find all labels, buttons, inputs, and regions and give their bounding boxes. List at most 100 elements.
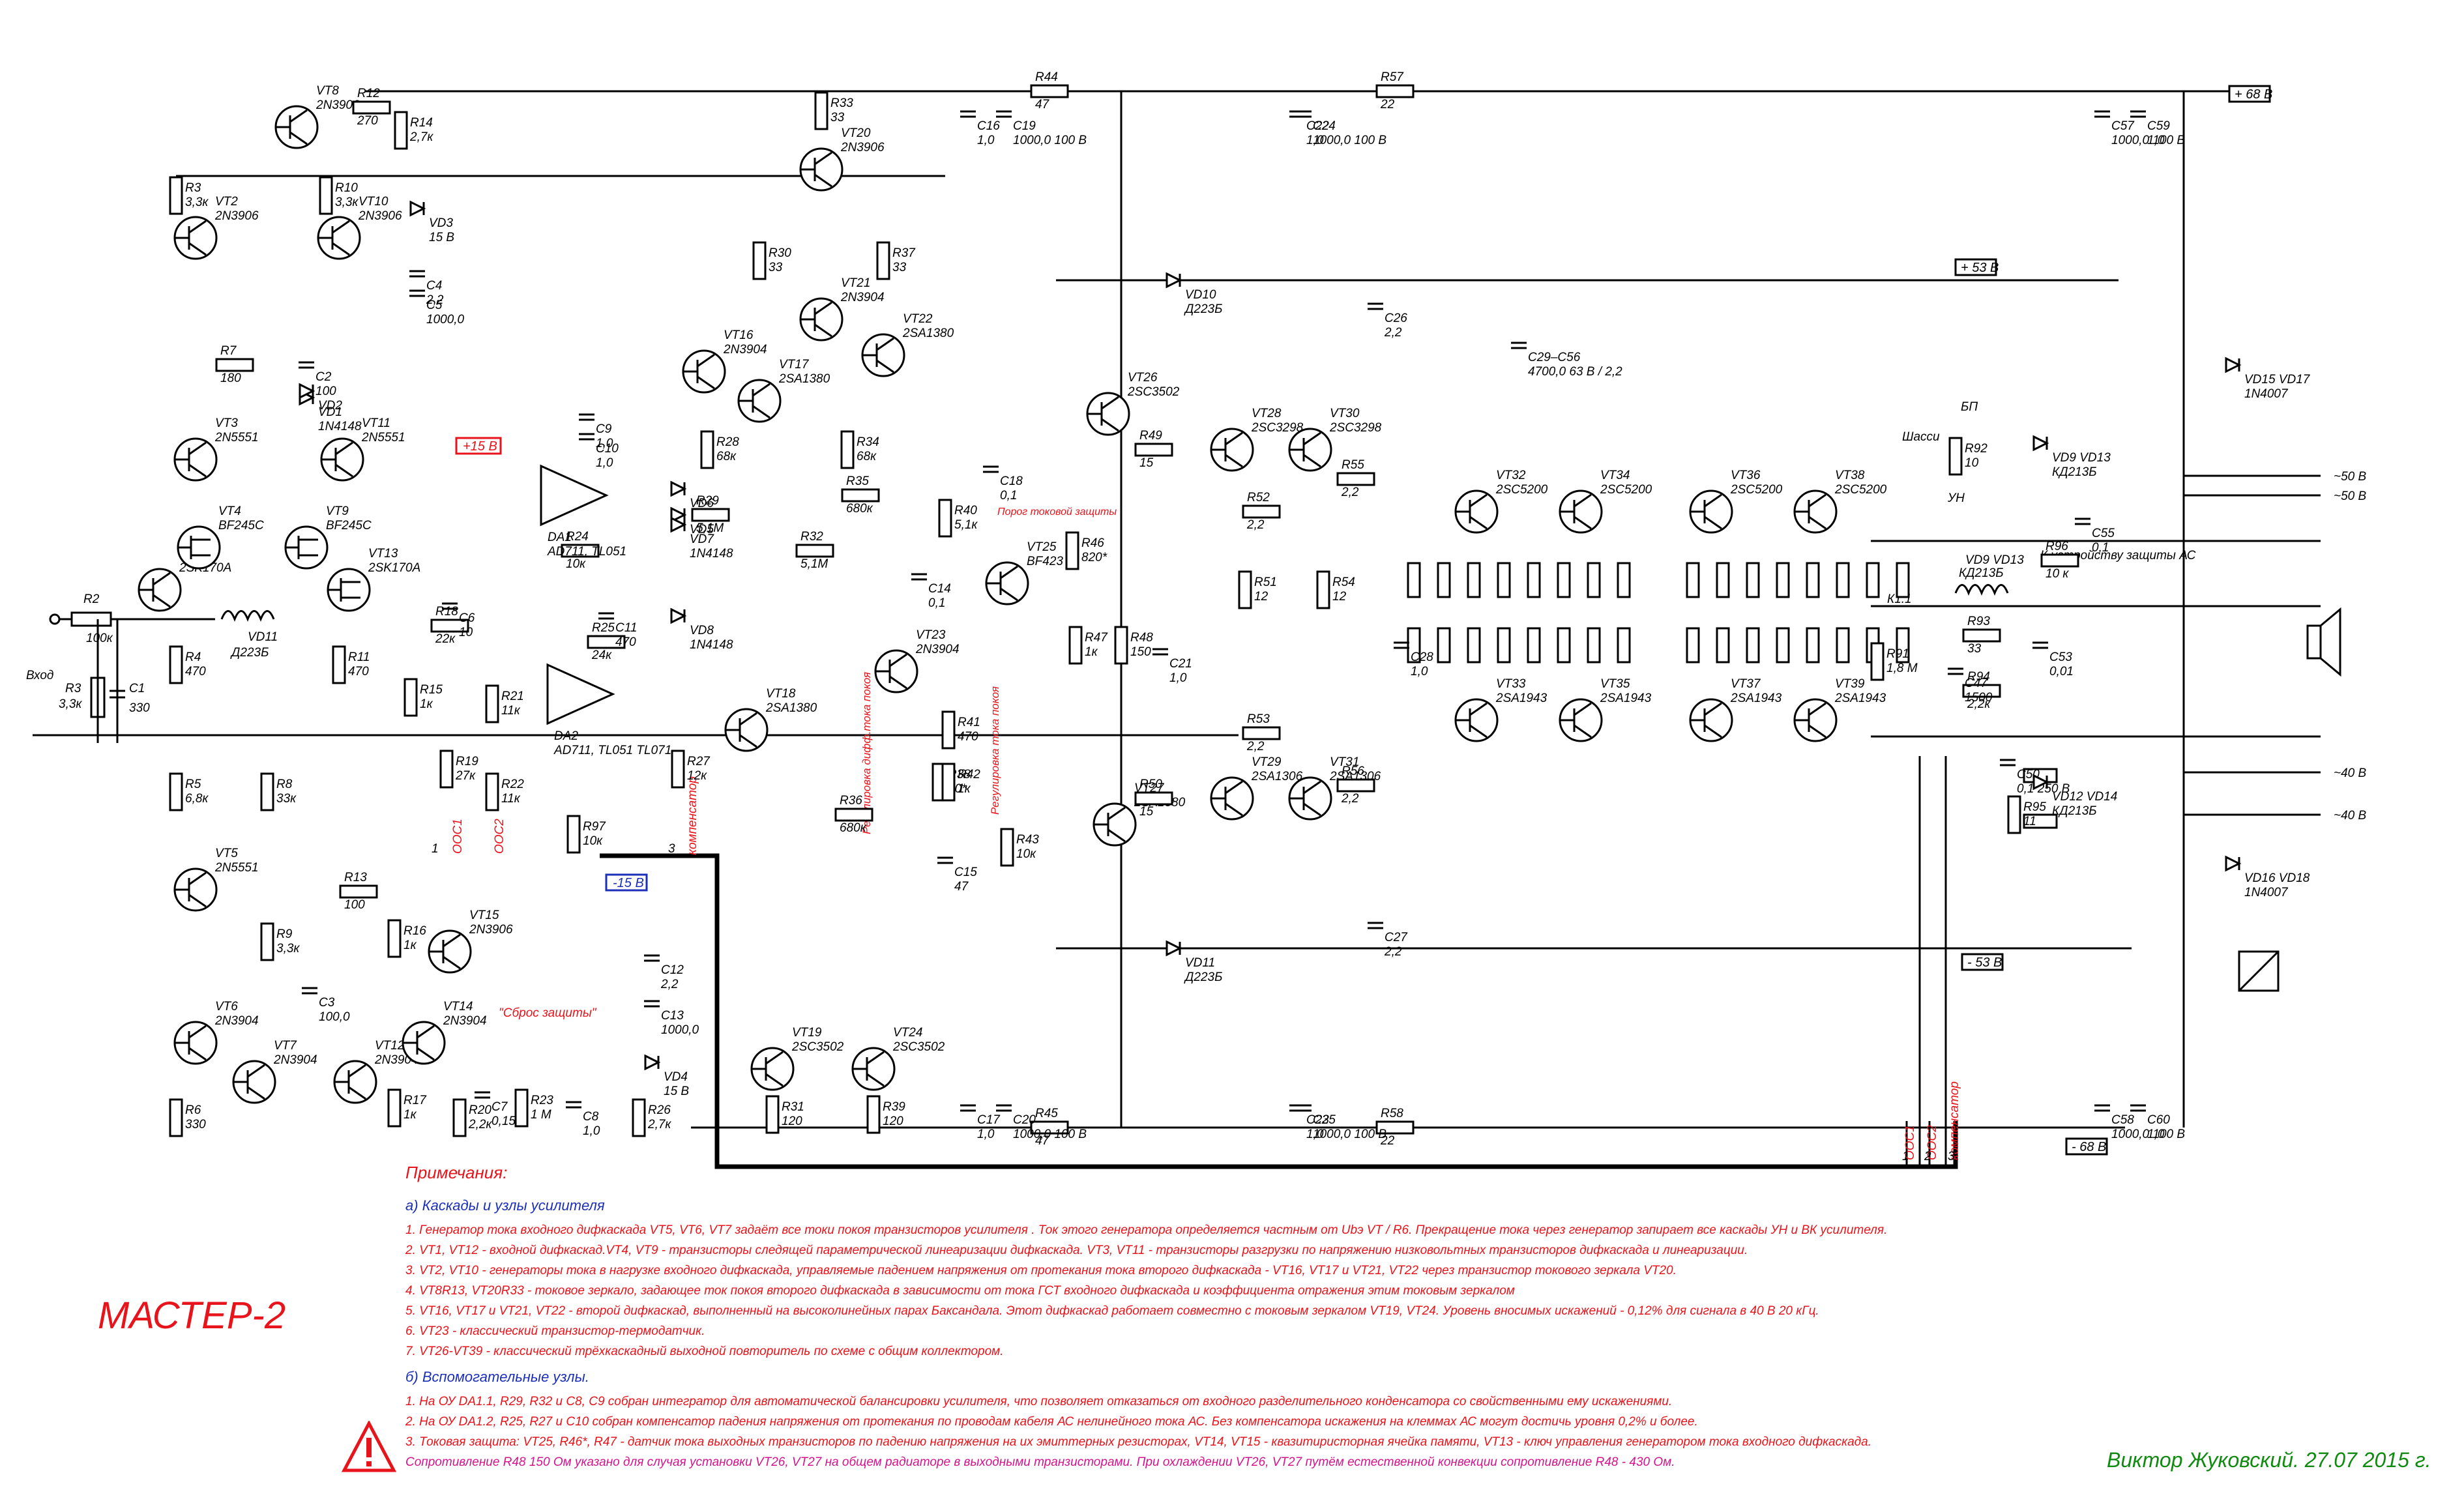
vt5-value: 2N5551: [214, 861, 259, 875]
emitter-resistor: [1776, 562, 1790, 598]
vt17-leads: [739, 383, 770, 419]
r36-value: 680к: [840, 821, 867, 835]
emitter-resistor: [1896, 627, 1910, 663]
r5-name: R5: [185, 778, 201, 791]
c6-name: C6: [459, 611, 475, 625]
r46-name: R46: [1081, 536, 1104, 550]
vd16-value: 1N4007: [2244, 886, 2289, 899]
vt4-name: VT4: [218, 504, 241, 518]
c27-name: C27: [1385, 931, 1408, 944]
c13-name: C13: [661, 1009, 684, 1023]
c10-name: C10: [596, 442, 619, 456]
conn-2-right: 2: [1924, 1150, 1931, 1163]
c12-plates: [644, 954, 660, 962]
vt2-value: 2N3906: [214, 209, 259, 223]
r55-value: 2,2: [1341, 486, 1359, 499]
rail-m53-box: [1961, 953, 2004, 971]
vt5-name: VT5: [215, 847, 238, 860]
note-a3: 3. VT2, VT10 - генераторы тока в нагрузк…: [405, 1264, 1677, 1277]
r4-value: 470: [185, 665, 206, 678]
vt3-leads: [175, 441, 207, 478]
r48-value: 150: [1130, 645, 1151, 659]
vt16-name: VT16: [724, 328, 754, 342]
vt28-value: 2SC3298: [1251, 421, 1304, 435]
r13-value: 100: [344, 898, 365, 912]
r44-body: [1030, 84, 1069, 98]
r52-name: R52: [1247, 491, 1270, 504]
r4-name: R4: [185, 650, 201, 664]
r8-body: [260, 772, 274, 811]
r42-value: 1к: [958, 782, 971, 796]
c7-value: 0,15: [491, 1115, 516, 1128]
r97-value: 10к: [583, 834, 603, 848]
c3-value: 100,0: [319, 1010, 350, 1024]
r40-body: [938, 499, 952, 538]
c4-value: 2,2: [426, 293, 444, 307]
emitter-resistor-banks: [1407, 562, 1910, 663]
rail-p53-label: + 53 В: [1961, 261, 1999, 275]
r17-value: 1к: [403, 1108, 417, 1122]
c15-value: 47: [954, 880, 969, 894]
vt21-leads: [800, 301, 832, 338]
c4-name: C4: [426, 279, 442, 293]
c21-value: 1,0: [1169, 671, 1187, 685]
emitter-resistor: [1437, 562, 1451, 598]
vd4-value: 15 В: [664, 1085, 689, 1098]
r4-body: [169, 645, 183, 684]
r10-name: R10: [335, 181, 358, 195]
r36-body: [834, 808, 873, 822]
vt18-value: 2SA1380: [765, 701, 817, 715]
vt30-name: VT30: [1330, 407, 1360, 420]
r10-value: 3,3к: [335, 196, 359, 209]
r7-body: [215, 358, 254, 372]
r42-body: [941, 763, 956, 802]
c57-name: C57: [2111, 119, 2135, 133]
r30-name: R30: [769, 246, 791, 260]
comp-label-left: компенсатор: [686, 776, 699, 855]
r9-name: R9: [276, 927, 293, 941]
vd12-value: КД213Б: [2052, 804, 2097, 818]
vt28-name: VT28: [1252, 407, 1282, 420]
r95-name: R95: [2023, 800, 2046, 814]
r30-body: [752, 241, 767, 280]
c17-value: 1,0: [977, 1128, 995, 1141]
r24-body: [561, 544, 600, 558]
c20-value: 1000,0 100 В: [1013, 1128, 1087, 1141]
c55-name: C55: [2092, 527, 2115, 540]
c9-value: 1,0: [596, 437, 613, 450]
r56-value: 2,2: [1341, 792, 1359, 806]
r16-value: 1к: [403, 939, 417, 952]
vt9-value: BF245C: [326, 519, 372, 532]
input-terminal[interactable]: [49, 613, 61, 625]
r95-value: 11: [2023, 815, 2036, 828]
c19-name: C19: [1013, 119, 1036, 133]
c25-name: C25: [1313, 1113, 1336, 1127]
da2-value: AD711, TL051 TL071: [553, 744, 671, 757]
r91-name: R91: [1886, 647, 1909, 661]
note-a7: 7. VT26-VT39 - классический трёхкаскадны…: [405, 1345, 1004, 1358]
conn-1-left: 1: [432, 842, 439, 856]
r8-name: R8: [276, 778, 293, 791]
vt6-value: 2N3904: [214, 1014, 259, 1028]
r27-body: [671, 750, 685, 789]
rail-labels: + 68 В - 68 В + 53 В - 53 В +15 В -15 В: [455, 85, 2272, 1156]
c18-plates: [983, 465, 999, 473]
r20-name: R20: [469, 1103, 491, 1117]
ooc2-label-left: ООС2: [493, 819, 506, 854]
r21-name: R21: [501, 690, 524, 703]
note-a6: 6. VT23 - классический транзистор-термод…: [405, 1324, 705, 1338]
emitter-resistor: [1587, 627, 1601, 663]
r51-value: 12: [1254, 590, 1269, 604]
c15-plates: [937, 856, 953, 864]
vt15-value: 2N3906: [469, 923, 513, 937]
vt37-name: VT37: [1731, 677, 1761, 691]
emitter-resistor: [1467, 562, 1481, 598]
emitter-resistor: [1866, 562, 1880, 598]
c19-value: 1000,0 100 В: [1013, 134, 1087, 147]
r21-value: 11к: [501, 704, 521, 718]
c57-plates: [2094, 110, 2110, 118]
input-label: Вход: [26, 669, 53, 682]
vt7-name: VT7: [274, 1039, 297, 1053]
vt3-value: 2N5551: [214, 431, 259, 444]
vt35-value: 2SA1943: [1600, 692, 1652, 705]
